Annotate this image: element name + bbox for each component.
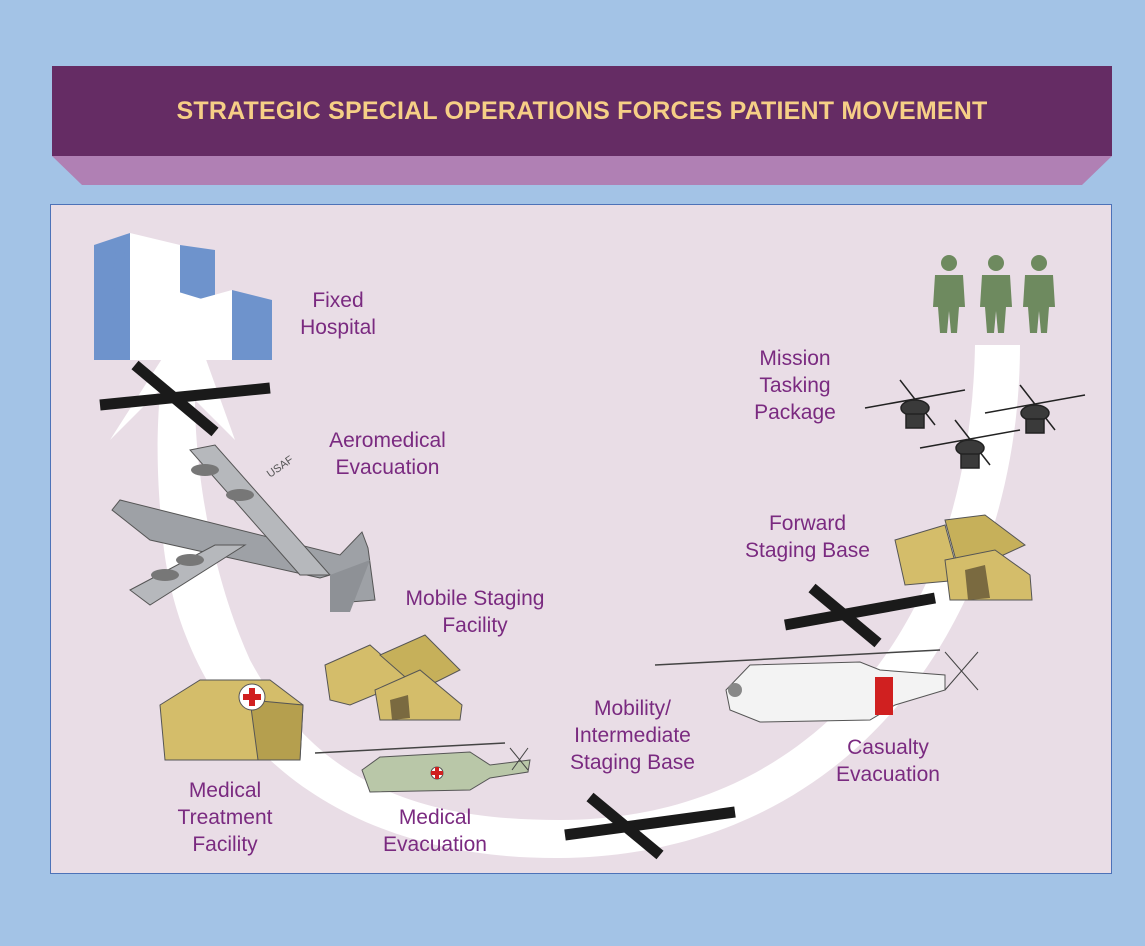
mobile-staging-tents-icon [324, 634, 463, 721]
title-banner: STRATEGIC SPECIAL OPERATIONS FORCES PATI… [52, 66, 1112, 156]
label-medical-treatment-facility: Medical Treatment Facility [177, 779, 273, 856]
label-forward-staging-base: Forward Staging Base [745, 512, 870, 562]
soldiers-icon [933, 255, 1055, 333]
c130-aircraft-icon: USAF [111, 444, 376, 612]
label-casualty-evacuation: Casualty Evacuation [836, 736, 940, 786]
banner-bevel [52, 156, 1112, 185]
casualty-evac-helicopter-icon [654, 649, 979, 723]
medevac-helicopter-icon [314, 742, 531, 793]
label-mission-tasking-package: Mission Tasking Package [754, 347, 836, 424]
medical-tent-icon [159, 679, 304, 761]
movement-arrow [110, 315, 1020, 859]
attack-helicopter-icons [864, 379, 1086, 469]
usaf-marking: USAF [265, 454, 296, 481]
label-aeromedical-evacuation: Aeromedical Evacuation [329, 429, 446, 479]
label-fixed-hospital: Fixed Hospital [300, 289, 376, 339]
fixed-hospital-icon [94, 233, 272, 360]
label-mobility-intermediate-staging-base: Mobility/ Intermediate Staging Base [570, 697, 695, 774]
label-medical-evacuation: Medical Evacuation [383, 806, 487, 856]
crossing-markers [99, 360, 936, 860]
banner-title: STRATEGIC SPECIAL OPERATIONS FORCES PATI… [176, 96, 988, 125]
label-mobile-staging-facility: Mobile Staging Facility [405, 587, 545, 637]
forward-staging-tents-icon [894, 514, 1033, 601]
